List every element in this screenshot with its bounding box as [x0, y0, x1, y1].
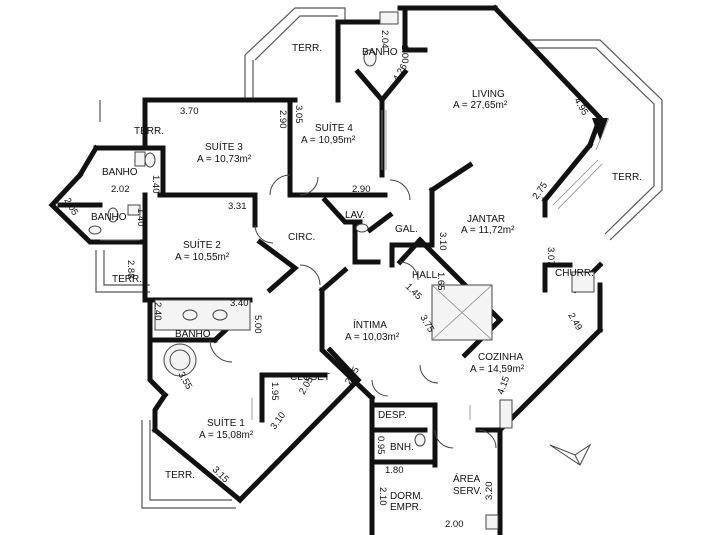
label-terr-suite3: TERR.: [134, 126, 164, 137]
room-name-jantar: JANTAR: [467, 214, 505, 225]
fixtures: [88, 11, 608, 530]
label-banho-suite4: BANHO: [362, 47, 398, 58]
dim-1-40-lower: 1.40: [135, 208, 146, 227]
label-churr: CHURR.: [555, 268, 594, 279]
dim-3-15: 3.15: [210, 464, 231, 485]
room-name-suite3: SUÍTE 3: [205, 140, 243, 153]
room-area-cozinha: A = 14,59m²: [470, 364, 525, 375]
room-area-suite3: A = 10,73m²: [197, 154, 252, 165]
dim-2-00-top: 2.00: [399, 45, 410, 64]
dim-3-20: 3.20: [484, 482, 495, 501]
label-terr-suite1: TERR.: [165, 470, 195, 481]
label-circ: CIRC.: [288, 232, 315, 243]
dim-3-70: 3.70: [180, 106, 199, 117]
label-lav: LAV.: [345, 210, 365, 221]
label-terr-suite2: TERR.: [112, 274, 142, 285]
dim-2-00-bottom: 2.00: [445, 519, 464, 530]
dim-2-10: 2.10: [377, 487, 388, 506]
dim-2-90-vert: 2.90: [277, 110, 288, 129]
room-name-living: LIVING: [472, 89, 505, 100]
dim-1-65: 1.65: [435, 272, 446, 291]
dim-2-49: 2.49: [565, 311, 584, 333]
room-area-suite2: A = 10,55m²: [175, 252, 230, 263]
room-labels: LIVING A = 27,65m² JANTAR A = 11,72m² SU…: [91, 43, 642, 513]
label-banho-suite1: BANHO: [175, 329, 211, 340]
dim-1-95: 1.95: [269, 382, 280, 401]
label-hall: HALL: [412, 270, 437, 281]
dim-5-00: 5.00: [252, 315, 263, 334]
label-banho-suite3: BANHO: [102, 167, 138, 178]
label-closet: CLOSET: [290, 372, 330, 383]
label-dorm-line1: DORM.: [390, 491, 423, 502]
dim-3-31: 3.31: [228, 201, 247, 212]
room-name-suite2: SUÍTE 2: [183, 238, 221, 251]
dim-2-90-horiz: 2.90: [352, 184, 371, 195]
dim-4-95: 4.95: [571, 96, 590, 118]
doors: [209, 174, 497, 449]
label-area-line1: ÁREA: [453, 472, 481, 485]
dim-1-40-upper: 1.40: [150, 175, 161, 194]
dim-1-80: 1.80: [385, 465, 404, 476]
walls: [48, 4, 604, 535]
dim-1-45: 1.45: [403, 281, 424, 302]
room-area-jantar: A = 11,72m²: [461, 225, 515, 236]
room-area-suite1: A = 15,08m²: [199, 430, 254, 441]
room-name-suite4: SUÍTE 4: [315, 121, 353, 134]
compass-icon: [549, 443, 592, 466]
dim-0-95: 0.95: [375, 436, 386, 455]
label-bnh: BNH.: [390, 442, 414, 453]
dim-3-10-suite1: 3.10: [268, 410, 288, 431]
dim-3-10-jantar: 3.10: [437, 232, 448, 251]
dim-2-88: 2.88: [125, 260, 136, 279]
dim-2-40: 2.40: [152, 302, 163, 321]
room-name-cozinha: COZINHA: [478, 352, 523, 363]
dim-3-55: 3.55: [175, 370, 194, 392]
dim-3-07: 3.07: [545, 247, 556, 266]
dim-3-05: 3.05: [293, 105, 304, 124]
label-terr-top: TERR.: [292, 43, 322, 54]
label-gal: GAL.: [395, 224, 418, 235]
terrace-outlines: [95, 7, 663, 509]
room-area-suite4: A = 10,95m²: [301, 135, 356, 146]
dim-2-02: 2.02: [111, 184, 130, 195]
dim-4-15: 4.15: [495, 375, 512, 396]
label-dorm-line2: EMPR.: [390, 502, 422, 513]
label-desp: DESP.: [378, 410, 407, 421]
label-terr-right: TERR.: [612, 172, 642, 183]
dim-2-04: 2.04: [379, 30, 390, 49]
dim-3-40: 3.40: [230, 298, 249, 309]
label-area-line2: SERV.: [453, 486, 482, 497]
room-name-suite1: SUÍTE 1: [207, 416, 245, 429]
room-area-living: A = 27,65m²: [453, 100, 508, 111]
room-area-intima: A = 10,03m²: [345, 332, 400, 343]
room-name-intima: ÍNTIMA: [353, 318, 387, 331]
label-banho-suite2: BANHO: [91, 212, 127, 223]
